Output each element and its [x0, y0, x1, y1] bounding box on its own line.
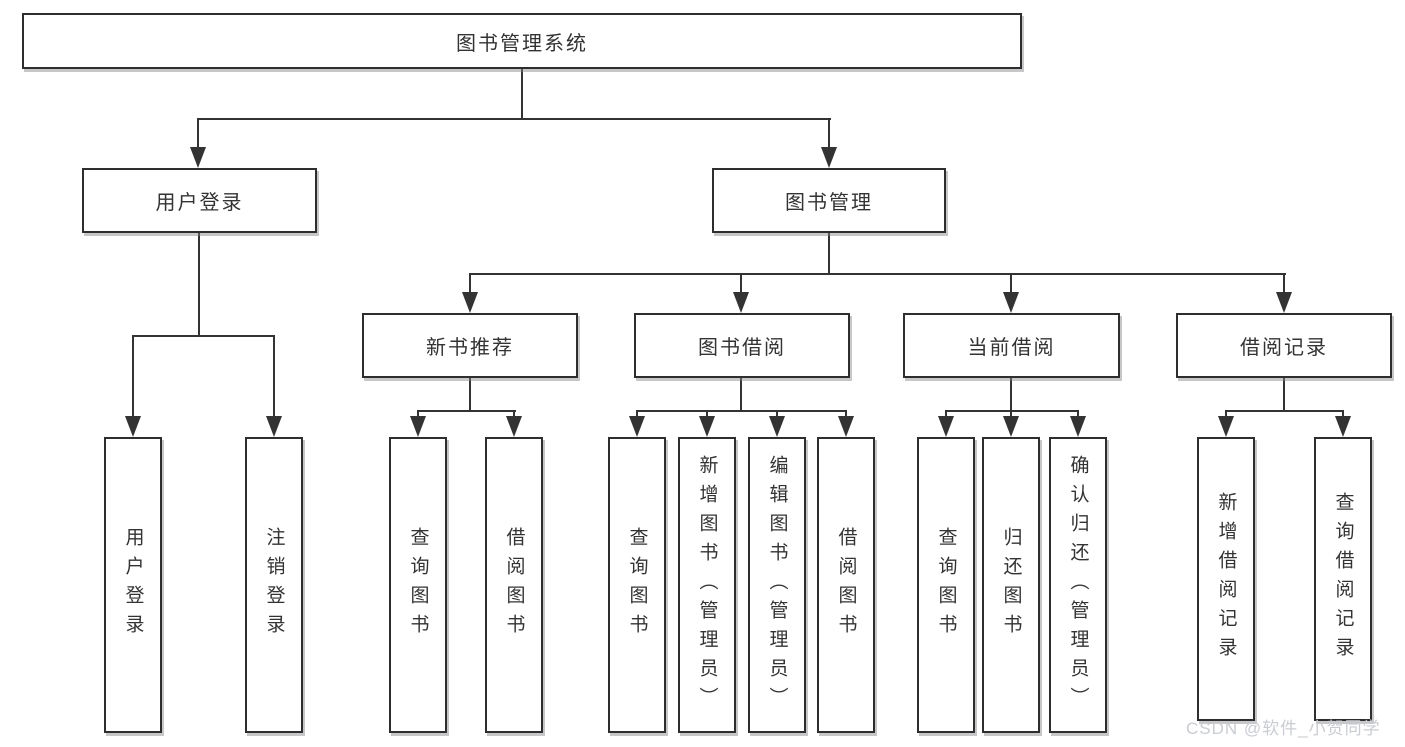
arrowhead-down-icon [699, 416, 715, 437]
connector-line [197, 118, 831, 120]
arrowhead-down-icon [266, 416, 282, 437]
connector-line [845, 410, 847, 418]
node-borrowing-records-label: 借阅记录 [1240, 337, 1328, 359]
node-book-management: 图书管理 [712, 168, 946, 233]
leaf-borrowing-query-book: 查询图书 [608, 437, 666, 733]
leaf-current-return-book-label: 归还图书 [1000, 527, 1022, 643]
arrowhead-down-icon [838, 416, 854, 437]
connector-line [1342, 410, 1344, 418]
connector-line [945, 410, 947, 418]
leaf-logout: 注销登录 [245, 437, 303, 733]
leaf-borrowing-add-book-admin: 新增图书（管理员） [678, 437, 736, 733]
node-user-login-label: 用户登录 [155, 192, 244, 214]
leaf-borrowing-edit-book-admin: 编辑图书（管理员） [748, 437, 806, 733]
leaf-borrowing-edit-book-admin-label: 编辑图书（管理员） [766, 454, 788, 716]
connector-line [513, 410, 515, 418]
connector-line [198, 233, 200, 337]
connector-line [1283, 378, 1285, 412]
arrowhead-down-icon [125, 416, 141, 437]
connector-line [273, 335, 275, 416]
arrowhead-down-icon [506, 416, 522, 437]
connector-line [1225, 410, 1227, 418]
arrowhead-down-icon [1276, 292, 1292, 313]
leaf-user-login-label: 用户登录 [122, 527, 144, 643]
node-book-management-label: 图书管理 [785, 192, 873, 214]
node-user-login: 用户登录 [82, 168, 317, 233]
connector-line [945, 410, 1079, 412]
connector-line [1010, 378, 1012, 412]
leaf-current-return-book: 归还图书 [982, 437, 1040, 733]
connector-line [469, 273, 471, 295]
node-current-borrowing: 当前借阅 [903, 313, 1120, 378]
connector-line [828, 233, 830, 275]
connector-line [1283, 273, 1285, 295]
arrowhead-down-icon [821, 147, 837, 168]
arrowhead-down-icon [1335, 416, 1351, 437]
leaf-current-confirm-return-admin-label: 确认归还（管理员） [1067, 454, 1089, 716]
leaf-records-query-record: 查询借阅记录 [1314, 437, 1372, 721]
arrowhead-down-icon [1003, 416, 1019, 437]
connector-line [521, 69, 523, 120]
connector-line [740, 378, 742, 412]
connector-line [1225, 410, 1344, 412]
node-book-borrowing-label: 图书借阅 [698, 337, 786, 359]
node-root-label: 图书管理系统 [456, 32, 588, 55]
leaf-borrowing-borrow-book: 借阅图书 [817, 437, 875, 733]
node-new-book-recommend-label: 新书推荐 [426, 337, 514, 359]
connector-line [636, 410, 847, 412]
arrowhead-down-icon [938, 416, 954, 437]
node-root: 图书管理系统 [22, 13, 1022, 69]
arrowhead-down-icon [733, 292, 749, 313]
arrowhead-down-icon [769, 416, 785, 437]
leaf-newbooks-borrow-book-label: 借阅图书 [503, 527, 525, 643]
connector-line [776, 410, 778, 418]
leaf-user-login: 用户登录 [104, 437, 162, 733]
leaf-newbooks-borrow-book: 借阅图书 [485, 437, 543, 733]
connector-line [828, 118, 830, 149]
connector-line [197, 118, 199, 149]
node-current-borrowing-label: 当前借阅 [967, 337, 1056, 359]
connector-line [132, 335, 134, 416]
leaf-newbooks-query-book-label: 查询图书 [407, 527, 429, 643]
node-new-book-recommend: 新书推荐 [362, 313, 578, 378]
connector-line [1010, 273, 1012, 295]
leaf-records-query-record-label: 查询借阅记录 [1332, 492, 1354, 666]
leaf-current-confirm-return-admin: 确认归还（管理员） [1049, 437, 1107, 733]
leaf-borrowing-query-book-label: 查询图书 [626, 527, 648, 643]
connector-line [469, 273, 1286, 275]
leaf-borrowing-add-book-admin-label: 新增图书（管理员） [696, 454, 718, 716]
leaf-records-add-record: 新增借阅记录 [1197, 437, 1255, 721]
arrowhead-down-icon [1070, 416, 1086, 437]
arrowhead-down-icon [1218, 416, 1234, 437]
csdn-watermark: CSDN @软件_小贺同学 [1186, 719, 1381, 738]
arrowhead-down-icon [190, 147, 206, 168]
leaf-borrowing-borrow-book-label: 借阅图书 [835, 527, 857, 643]
node-book-borrowing: 图书借阅 [634, 313, 850, 378]
node-borrowing-records: 借阅记录 [1176, 313, 1392, 378]
connector-line [417, 410, 516, 412]
connector-line [740, 273, 742, 295]
leaf-newbooks-query-book: 查询图书 [389, 437, 447, 733]
arrowhead-down-icon [629, 416, 645, 437]
leaf-logout-label: 注销登录 [263, 527, 285, 643]
arrowhead-down-icon [410, 416, 426, 437]
connector-line [1077, 410, 1079, 418]
connector-line [706, 410, 708, 418]
connector-line [636, 410, 638, 418]
connector-line [132, 335, 275, 337]
leaf-records-add-record-label: 新增借阅记录 [1215, 492, 1237, 666]
connector-line [417, 410, 419, 418]
connector-line [1010, 410, 1012, 418]
leaf-current-query-book: 查询图书 [917, 437, 975, 733]
leaf-current-query-book-label: 查询图书 [935, 527, 957, 643]
arrowhead-down-icon [462, 292, 478, 313]
connector-line [469, 378, 471, 412]
arrowhead-down-icon [1003, 292, 1019, 313]
